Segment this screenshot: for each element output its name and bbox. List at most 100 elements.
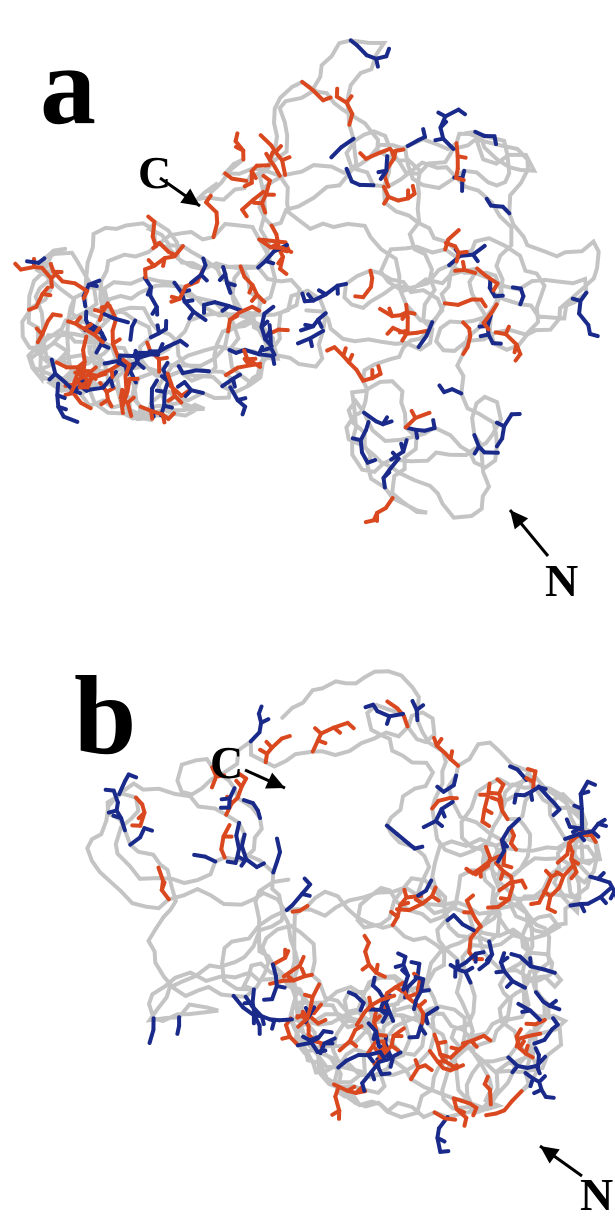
residue-blue [55,381,80,424]
residue-red [233,131,246,162]
residue-red [378,306,417,321]
residue-red [66,315,105,345]
residue-red [542,864,575,914]
residue-blue [102,312,130,325]
residue-red [494,860,514,881]
residue-blue [410,699,426,723]
residue-blue [433,107,467,151]
residue-blue [25,256,47,265]
residue-blue [487,278,505,299]
residue-red [481,302,499,332]
residue-red [242,163,271,189]
residue-red [210,765,227,790]
residue-red [409,1058,434,1082]
residue-blue [147,1016,156,1045]
residue-blue [473,129,498,147]
residue-blue [231,993,277,1031]
residue-red [325,345,366,383]
residue-blue [435,773,459,794]
residue-red [252,173,276,215]
residue-red [497,878,528,893]
residue-blue [217,265,237,295]
residue-blue [175,1015,182,1036]
residue-blue [512,785,548,805]
residue-red [258,734,292,765]
residue-blue [154,360,174,418]
residue-blue [202,300,244,315]
residue-blue [248,704,271,744]
residue-blue [117,772,139,796]
residue-red [73,334,91,386]
residue-red [330,1087,342,1121]
residue-red [430,796,459,811]
residue-blue [496,817,521,864]
residue-blue [494,951,527,990]
residue-red [524,1017,547,1027]
residue-red [453,260,478,275]
residue-red [242,348,263,369]
n-terminus-arrowhead [540,1146,560,1164]
protein-structure-a [13,38,601,557]
residue-blue [299,311,328,333]
residue-red [48,262,90,301]
residue-red [238,264,267,304]
residue-blue [296,328,326,349]
residue-red [432,1032,459,1071]
residue-red [489,777,506,812]
residue-red [432,1110,458,1122]
residue-blue [329,136,356,160]
residue-red [146,214,158,249]
c-terminus-arrowhead [180,188,200,206]
panel-label-b: b [74,654,137,778]
residue-red [240,189,266,219]
residue-red [226,304,262,334]
residue-blue [534,990,562,1012]
residue-red [403,409,432,430]
residue-red [143,244,185,280]
residue-blue [376,154,390,181]
residue-blue [437,383,464,396]
residue-red [27,285,53,312]
residue-blue [416,320,435,349]
residue-red [334,86,355,127]
residue-red [448,1041,469,1060]
residue-blue [477,939,495,972]
residue-red [290,904,310,914]
residue-blue [128,826,154,847]
residue-red [442,297,488,309]
residue-blue [435,1115,451,1154]
residue-blue [259,304,276,349]
c-terminus-label-a: C [138,147,172,198]
residue-blue [225,820,247,865]
residue-blue [484,196,512,216]
panel-label-a: a [40,24,96,148]
residue-red [508,826,518,852]
residue-blue [142,275,160,317]
residue-red [337,1024,364,1053]
backbone-trace [20,38,601,520]
residue-red [204,193,220,240]
residue-blue [367,1000,389,1024]
residue-blue [563,817,608,843]
residue-red [268,966,314,986]
residue-red [119,357,132,415]
residue-red [451,1096,469,1128]
residue-red [270,947,291,967]
residue-red [462,893,483,929]
residue-blue [336,1050,387,1070]
residue-red [296,982,322,1029]
residue-blue [403,418,437,440]
residue-red [361,364,383,383]
residue-red [219,823,234,860]
panel-a: a C N [13,24,601,604]
residue-blue [448,959,475,985]
residue-blue [228,385,248,417]
residue-blue [176,364,211,376]
residue-blue [412,974,431,1011]
n-terminus-label-b: N [580,1169,614,1220]
residue-red [165,371,184,405]
residue-blue [116,348,161,366]
residue-blue [284,876,313,912]
residue-blue [241,798,262,820]
residue-blue [588,871,615,901]
